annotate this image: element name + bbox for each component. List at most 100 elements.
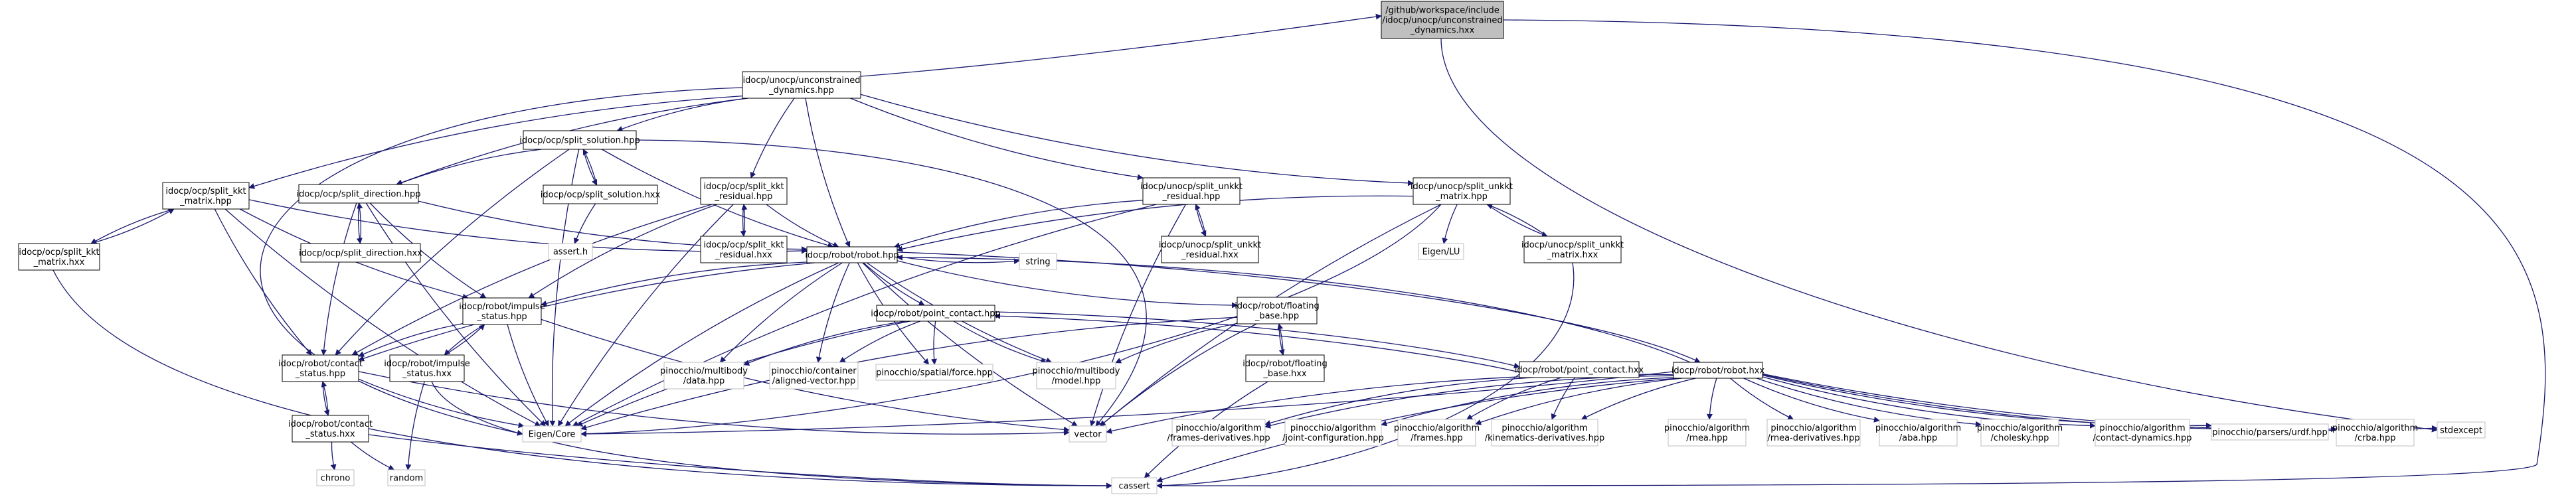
- edge-robot-hpp-to-string: [897, 255, 1020, 265]
- node-label: string: [1025, 257, 1050, 267]
- node-split-kkt-residual-hxx[interactable]: idocp/ocp/split_kkt_residual.hxx: [700, 236, 788, 263]
- node-label: idocp/ocp/split_direction.hpp: [296, 190, 420, 200]
- edge-split-direction-hxx-to-split-direction-hpp: [357, 202, 363, 244]
- node-box: [1171, 419, 1266, 447]
- node-label: _matrix.hxx: [1547, 250, 1598, 260]
- node-label: /aba.hpp: [1899, 433, 1937, 443]
- edge-contact-status-hpp-to-vector: [358, 371, 1070, 436]
- edge-split-unkkt-matrix-hxx-to-cassert: [1156, 262, 1575, 489]
- node-split-unkkt-residual-hpp[interactable]: idocp/unocp/split_unkkt_residual.hpp: [1140, 177, 1243, 205]
- node-label: idocp/robot/point_contact.hxx: [1515, 366, 1644, 376]
- node-split-kkt-matrix-hpp[interactable]: idocp/ocp/split_kkt_matrix.hpp: [162, 182, 250, 210]
- node-split-kkt-matrix-hxx[interactable]: idocp/ocp/split_kkt_matrix.hxx: [18, 243, 100, 271]
- node-uncon-hpp[interactable]: idocp/unocp/unconstrained_dynamics.hpp: [742, 71, 861, 99]
- edge-split-kkt-matrix-hpp-to-eigen-core: [224, 208, 541, 427]
- node-label: idocp/unocp/split_unkkt: [1411, 182, 1513, 192]
- node-label: _residual.hxx: [1181, 250, 1239, 260]
- edge-uncon-hpp-to-eigen-core: [260, 87, 743, 436]
- node-split-unkkt-matrix-hpp[interactable]: idocp/unocp/split_unkkt_matrix.hpp: [1411, 177, 1513, 205]
- node-label: idocp/unocp/split_unkkt: [1521, 240, 1624, 250]
- node-label: _base.hpp: [1254, 311, 1299, 321]
- node-label: pinocchio/algorithm: [2099, 423, 2185, 433]
- node-impulse-status-hxx[interactable]: idocp/robot/impulse_status.hxx: [384, 354, 470, 382]
- edge-uncon-hpp-to-split-kkt-residual-hpp: [750, 98, 795, 178]
- node-label: Eigen/Core: [529, 430, 576, 440]
- node-box: [1111, 477, 1158, 494]
- node-split-kkt-residual-hpp[interactable]: idocp/ocp/split_kkt_residual.hpp: [700, 177, 788, 205]
- edge-split-kkt-residual-hpp-to-eigen-core: [557, 204, 734, 427]
- node-split-solution-hpp[interactable]: idocp/ocp/split_solution.hpp: [519, 130, 640, 150]
- edge-split-kkt-residual-hpp-to-contact-status-hpp: [351, 204, 713, 356]
- node-floating-base-hpp[interactable]: idocp/robot/floating_base.hpp: [1235, 297, 1320, 324]
- node-box: [1413, 177, 1511, 205]
- node-label: _status.hpp: [476, 312, 527, 322]
- node-split-unkkt-residual-hxx[interactable]: idocp/unocp/split_unkkt_residual.hxx: [1159, 236, 1261, 263]
- node-split-direction-hxx[interactable]: idocp/ocp/split_direction.hxx: [299, 243, 422, 263]
- node-vector: vector: [1069, 425, 1107, 443]
- node-label: idocp/ocp/split_solution.hpp: [519, 136, 640, 146]
- node-label: _residual.hxx: [715, 250, 772, 260]
- node-label: idocp/ocp/split_kkt: [19, 248, 99, 257]
- node-label: stdexcept: [2440, 426, 2482, 436]
- edge-split-unkkt-matrix-hpp-to-eigen-lu: [1442, 204, 1458, 244]
- node-alg-rnea: pinocchio/algorithm/rnea.hpp: [1664, 419, 1750, 447]
- node-box: [1284, 419, 1382, 447]
- node-box: [523, 130, 637, 150]
- node-box: [769, 362, 859, 390]
- node-label: /github/workspace/include: [1385, 6, 1500, 16]
- node-label: /cholesky.hpp: [1991, 433, 2049, 443]
- node-root[interactable]: /github/workspace/include/idocp/unocp/un…: [1381, 1, 1504, 39]
- edge-split-kkt-matrix-hpp-to-contact-status-hpp: [214, 208, 312, 356]
- edge-robot-hxx-to-parsers-urdf: [1762, 374, 2212, 429]
- node-split-unkkt-matrix-hxx[interactable]: idocp/unocp/split_unkkt_matrix.hxx: [1521, 236, 1624, 263]
- node-label: idocp/ocp/split_direction.hxx: [299, 249, 422, 259]
- node-floating-base-hxx[interactable]: idocp/robot/floating_base.hxx: [1243, 354, 1328, 382]
- node-stdexcept: stdexcept: [2437, 421, 2486, 439]
- edge-floating-base-hxx-to-floating-base-hpp: [1277, 323, 1284, 356]
- edge-split-unkkt-residual-hpp-to-robot-hpp: [894, 200, 1144, 248]
- edge-point-contact-hpp-to-pin-mb-model: [953, 321, 1047, 364]
- node-box: [2095, 419, 2190, 447]
- node-label: idocp/robot/point_contact.hpp: [871, 309, 1000, 319]
- node-box: [2437, 421, 2486, 439]
- node-label: idocp/unocp/split_unkkt: [1159, 240, 1261, 250]
- edge-robot-hpp-to-floating-base-hpp: [897, 260, 1238, 309]
- node-split-direction-hpp[interactable]: idocp/ocp/split_direction.hpp: [296, 184, 421, 204]
- node-label: pinocchio/spatial/force.hpp: [876, 368, 993, 378]
- edge-point-contact-hxx-to-alg-kin-deriv: [1551, 377, 1575, 420]
- node-label: _status.hxx: [305, 429, 355, 439]
- node-eigen-lu: Eigen/LU: [1418, 243, 1464, 260]
- node-label: /frames-derivatives.hpp: [1167, 433, 1270, 443]
- edge-split-direction-hpp-to-contact-status-hpp: [321, 202, 357, 356]
- node-point-contact-hpp[interactable]: idocp/robot/point_contact.hpp: [871, 305, 1001, 322]
- edge-split-kkt-residual-hpp-to-split-kkt-residual-hxx: [740, 204, 746, 237]
- node-point-contact-hxx[interactable]: idocp/robot/point_contact.hxx: [1515, 361, 1644, 378]
- edge-point-contact-hxx-to-alg-frames-deriv: [1264, 377, 1534, 426]
- node-label: Eigen/LU: [1422, 248, 1460, 257]
- node-label: assert.h: [553, 248, 588, 257]
- node-label: _dynamics.hpp: [768, 86, 834, 96]
- node-label: /idocp/unocp/unconstrained: [1382, 16, 1502, 26]
- node-box: [876, 305, 995, 322]
- edge-split-direction-hpp-to-eigen-core: [365, 202, 547, 427]
- edge-contact-status-hxx-to-random: [350, 441, 395, 470]
- node-robot-hxx[interactable]: idocp/robot/robot.hxx: [1672, 362, 1765, 379]
- node-robot-hpp[interactable]: idocp/robot/robot.hpp: [805, 246, 899, 263]
- node-contact-status-hpp[interactable]: idocp/robot/contact_status.hpp: [278, 354, 363, 382]
- edge-floating-base-hpp-to-pin-mb-model: [1115, 322, 1238, 364]
- node-label: pinocchio/container: [771, 366, 857, 376]
- node-label: /model.hpp: [1052, 376, 1101, 386]
- edge-split-solution-hpp-to-split-solution-hxx: [582, 149, 598, 186]
- node-impulse-status-hpp[interactable]: idocp/robot/impulse_status.hpp: [459, 297, 545, 325]
- node-split-solution-hxx[interactable]: idocp/ocp/split_solution.hxx: [541, 184, 661, 204]
- node-label: /rnea-derivatives.hpp: [1767, 433, 1859, 443]
- node-contact-status-hxx[interactable]: idocp/robot/contact_status.hxx: [288, 415, 373, 443]
- node-box: [462, 297, 542, 325]
- node-label: /joint-configuration.hpp: [1282, 433, 1384, 443]
- edge-robot-hxx-to-alg-rnea: [1706, 378, 1717, 420]
- edge-impulse-status-hpp-to-eigen-core: [507, 324, 549, 427]
- node-label: idocp/robot/contact: [288, 419, 373, 429]
- node-box: [522, 425, 582, 443]
- node-alg-aba: pinocchio/algorithm/aba.hpp: [1875, 419, 1961, 447]
- node-box: [162, 182, 250, 210]
